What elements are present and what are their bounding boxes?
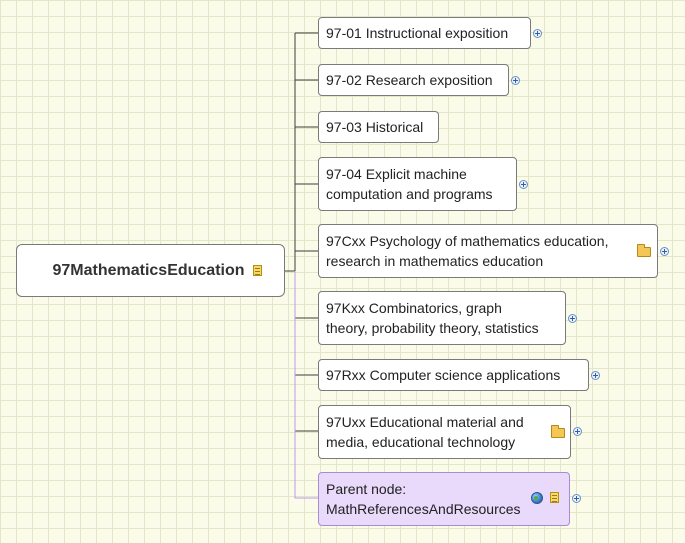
topic-97-02[interactable]: 97-02 Research exposition [318, 64, 509, 96]
folder-icon[interactable] [551, 425, 565, 438]
note-icon[interactable] [550, 492, 559, 503]
folder-icon[interactable] [637, 244, 651, 257]
topic-label: 97Uxx Educational material and media, ed… [326, 414, 524, 450]
expand-icon[interactable] [511, 76, 520, 85]
topic-label: 97-01 Instructional exposition [326, 25, 509, 41]
topic-97rxx[interactable]: 97Rxx Computer science applications [318, 359, 589, 391]
topic-97-01[interactable]: 97-01 Instructional exposition [318, 17, 531, 49]
topic-label: 97Rxx Computer science applications [326, 367, 561, 383]
central-topic-label: 97MathematicsEducation [52, 261, 245, 279]
note-icon[interactable] [253, 265, 262, 276]
central-topic[interactable]: 97MathematicsEducation [16, 244, 285, 297]
topic-label: 97Cxx Psychology of mathematics educatio… [326, 233, 609, 269]
topic-label: 97-03 Historical [326, 119, 424, 135]
expand-icon[interactable] [533, 29, 542, 38]
expand-icon[interactable] [519, 180, 528, 189]
topic-label: 97-02 Research exposition [326, 72, 493, 88]
expand-icon[interactable] [591, 371, 600, 380]
topic-97uxx[interactable]: 97Uxx Educational material and media, ed… [318, 405, 571, 459]
parent-node-link[interactable]: Parent node: MathReferencesAndResources [318, 472, 570, 526]
topic-label: Parent node: MathReferencesAndResources [326, 481, 521, 517]
topic-97cxx[interactable]: 97Cxx Psychology of mathematics educatio… [318, 224, 658, 278]
topic-97-03[interactable]: 97-03 Historical [318, 111, 439, 143]
topic-label: 97-04 Explicit machine computation and p… [326, 166, 493, 202]
topic-label: 97Kxx Combinatorics, graph theory, proba… [326, 300, 539, 336]
topic-97kxx[interactable]: 97Kxx Combinatorics, graph theory, proba… [318, 291, 566, 345]
topic-97-04[interactable]: 97-04 Explicit machine computation and p… [318, 157, 517, 211]
expand-icon[interactable] [568, 314, 577, 323]
expand-icon[interactable] [572, 494, 581, 503]
expand-icon[interactable] [660, 247, 669, 256]
globe-icon[interactable] [531, 492, 543, 504]
expand-icon[interactable] [573, 427, 582, 436]
